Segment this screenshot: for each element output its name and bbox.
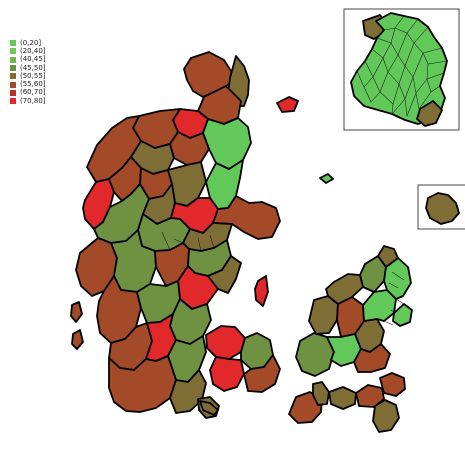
legend-item: (70,80] — [10, 97, 80, 105]
legend-item: (55,60] — [10, 80, 80, 88]
legend-item: (40,45] — [10, 56, 80, 64]
legend-swatch — [10, 65, 16, 72]
region-mid-subdivisions — [161, 231, 215, 252]
region-zealand-7 — [353, 343, 391, 373]
inset-capital-districts — [356, 15, 448, 117]
legend-swatch — [10, 98, 16, 105]
legend-item: (0,20] — [10, 39, 80, 47]
legend-item: (50,55] — [10, 72, 80, 80]
inset-bornholm — [417, 184, 465, 230]
island-fanoe — [70, 301, 83, 323]
region-west-2 — [110, 229, 157, 293]
inset-capital-map — [350, 12, 448, 127]
bornholm-island — [425, 192, 460, 225]
region-moen — [379, 372, 406, 397]
region-langeland — [312, 381, 330, 406]
legend-item: (60,70] — [10, 89, 80, 97]
island-samso — [254, 275, 269, 307]
inset-capital-region — [343, 8, 460, 131]
denmark-map — [70, 51, 413, 433]
region-falster — [372, 399, 400, 433]
region-lolland-east — [355, 384, 385, 408]
region-funen-1 — [205, 325, 246, 360]
legend-label: (50,55] — [20, 71, 46, 80]
island-aeroe — [199, 400, 219, 416]
inset-capital-southeast — [416, 100, 443, 127]
legend-label: (40,45] — [20, 55, 46, 64]
region-west-6 — [207, 255, 242, 294]
island-laeso — [276, 96, 299, 113]
legend-swatch — [10, 81, 16, 88]
region-north-5 — [202, 117, 252, 170]
legend-swatch — [10, 40, 16, 47]
legend-label: (0,20] — [20, 38, 42, 47]
legend-label: (70,80] — [20, 96, 46, 105]
island-anholt — [319, 173, 334, 184]
legend-item: (20,40] — [10, 47, 80, 55]
legend-label: (55,60] — [20, 80, 46, 89]
legend-swatch — [10, 56, 16, 63]
legend-item: (45,50] — [10, 64, 80, 72]
region-north-9 — [169, 131, 210, 166]
legend-label: (45,50] — [20, 63, 46, 72]
legend-label: (20,40] — [20, 46, 46, 55]
island-romoe — [71, 329, 84, 350]
legend: (0,20] (20,40] (40,45] (45,50] (50,55] (… — [10, 39, 80, 105]
legend-swatch — [10, 48, 16, 55]
region-capital-south — [392, 303, 413, 327]
legend-swatch — [10, 73, 16, 80]
region-funen-south — [288, 391, 323, 424]
region-funen-4 — [243, 354, 281, 393]
region-zealand-north-2 — [383, 257, 412, 300]
region-lolland-west — [328, 386, 357, 410]
legend-label: (60,70] — [20, 88, 46, 97]
region-zealand-north-3 — [377, 245, 399, 268]
region-zealand-west — [325, 273, 364, 305]
region-zealand-2 — [308, 295, 339, 335]
legend-swatch — [10, 89, 16, 96]
region-funen-3 — [209, 356, 245, 392]
